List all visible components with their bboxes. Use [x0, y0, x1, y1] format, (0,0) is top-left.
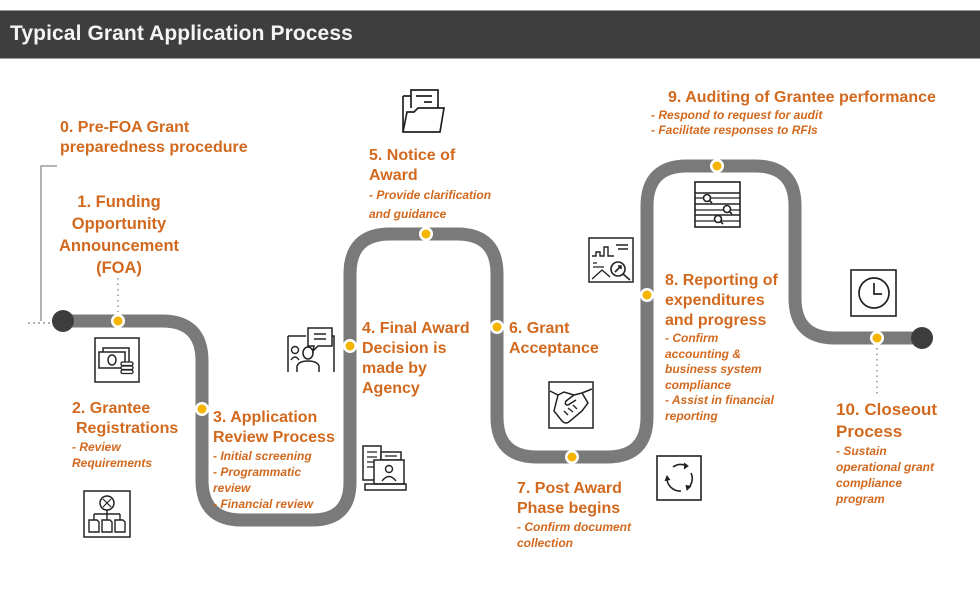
stage-title-line: 2. Grantee — [72, 400, 151, 417]
stage-6-label: 6. Grant Acceptance — [509, 319, 599, 359]
stage-title-line: Announcement — [58, 237, 180, 255]
stage-title-line: 6. Grant — [509, 320, 570, 337]
stage-title-line: made by — [362, 360, 427, 377]
handshake-icon — [548, 381, 594, 429]
stage-5-label: 5. Notice of Award - Provide clarificati… — [369, 146, 491, 224]
header-bar: Typical Grant Application Process — [0, 10, 980, 59]
stage-detail-line: operational grant — [836, 460, 935, 474]
milestone-dot-6 — [490, 320, 504, 334]
money-icon — [94, 337, 140, 383]
start-endpoint — [52, 310, 74, 332]
stage-detail-line: program — [836, 492, 885, 506]
stage-title-line: Agency — [362, 380, 420, 397]
stage-2-label: 2. Grantee Registrations - Review Requir… — [72, 399, 178, 471]
milestone-dot-7 — [565, 450, 579, 464]
stage-title-line: Acceptance — [509, 340, 599, 357]
stage-title-line: 1. Funding — [77, 193, 161, 211]
stage-1-label: 1. Funding Opportunity Announcement (FOA… — [44, 191, 194, 279]
stage-title-line: (FOA) — [96, 259, 142, 277]
stage-title-line: 10. Closeout — [836, 400, 938, 419]
milestone-dot-8 — [640, 288, 654, 302]
stage-title-line: 0. Pre-FOA Grant — [60, 119, 190, 136]
stage-detail-line: - Initial screening — [213, 449, 312, 463]
stage-title-line: Opportunity — [71, 215, 167, 233]
stage-title-line: Award — [369, 167, 418, 184]
stage-title-line: 5. Notice of — [369, 147, 456, 164]
stage-detail-line: and guidance — [369, 207, 447, 221]
stage-detail-line: - Financial review — [213, 497, 314, 511]
folder-document-icon — [402, 89, 446, 133]
stage-detail-line: - Programmatic — [213, 465, 302, 479]
stage-detail-line: Requirements — [72, 456, 153, 470]
page-title: Typical Grant Application Process — [10, 22, 353, 45]
stage-detail-line: accounting & — [665, 346, 742, 361]
stage-detail-line: - Assist in financial — [665, 393, 774, 407]
stage-title-line: Decision is — [362, 340, 447, 357]
stage-detail-line: compliance — [836, 476, 903, 490]
milestone-dot-5 — [419, 227, 433, 241]
road-path — [63, 159, 920, 527]
stage-3-label: 3. Application Review Process - Initial … — [213, 408, 335, 512]
milestone-dot-4 — [343, 339, 357, 353]
computer-dashboard-icon — [362, 445, 407, 491]
stage-detail-line: collection — [517, 536, 574, 550]
milestone-dot-1 — [111, 314, 125, 328]
analytics-magnifier-icon — [588, 237, 634, 283]
slider-settings-icon — [694, 181, 741, 228]
milestone-dot-10 — [870, 331, 884, 345]
stage-title-line: Registrations — [76, 420, 179, 437]
stage-detail-line: compliance — [665, 377, 732, 392]
presentation-meeting-icon — [287, 327, 335, 372]
stage-0-connector — [40, 165, 57, 321]
stage-7-label: 7. Post Award Phase begins - Confirm doc… — [517, 479, 631, 551]
stage-title-line: Process — [836, 422, 903, 441]
stage-title-line: expenditures — [665, 292, 765, 309]
stage-title-line: Review Process — [213, 429, 335, 446]
end-endpoint — [911, 327, 933, 349]
stage-10-label: 10. Closeout Process - Sustain operation… — [836, 399, 937, 507]
milestone-dot-9 — [710, 159, 724, 173]
stage-title-line: 8. Reporting of — [665, 272, 778, 289]
stage-title-line: preparedness procedure — [60, 139, 248, 156]
stage-title-line: 7. Post Award — [517, 480, 622, 497]
stage-detail-line: reporting — [665, 408, 718, 423]
stage-4-label: 4. Final Award Decision is made by Agenc… — [362, 319, 470, 399]
stage-title-line: 3. Application — [213, 409, 318, 426]
clock-icon — [850, 269, 897, 317]
stage-title-line: Phase begins — [517, 500, 621, 517]
stage-detail-line: - Confirm document — [517, 520, 631, 534]
stage-detail-line: business system — [665, 362, 762, 376]
stage-title-line: 4. Final Award — [362, 320, 470, 337]
stage-detail-line: - Sustain — [836, 444, 887, 458]
stage-detail-line: - Respond to request for audit — [651, 108, 823, 122]
stage-detail-line: review — [213, 481, 251, 495]
stage-title-line: and progress — [665, 312, 767, 329]
org-chart-documents-icon — [83, 490, 131, 538]
stage-title-line: 9. Auditing of Grantee performance — [668, 89, 936, 106]
stage-detail-line: - Provide clarification — [369, 188, 492, 202]
cycle-arrows-icon — [656, 455, 702, 501]
stage-9-label: 9. Auditing of Grantee performance - Res… — [651, 88, 936, 138]
milestone-dots — [111, 159, 884, 464]
stage-detail-line: - Facilitate responses to RFIs — [651, 123, 818, 137]
stage-0-label: 0. Pre-FOA Grant preparedness procedure — [60, 118, 248, 158]
milestone-dot-3 — [195, 402, 209, 416]
stage-detail-line: - Confirm — [665, 331, 719, 345]
stage-8-label: 8. Reporting of expenditures and progres… — [665, 271, 778, 424]
stage-detail-line: - Review — [72, 440, 121, 454]
